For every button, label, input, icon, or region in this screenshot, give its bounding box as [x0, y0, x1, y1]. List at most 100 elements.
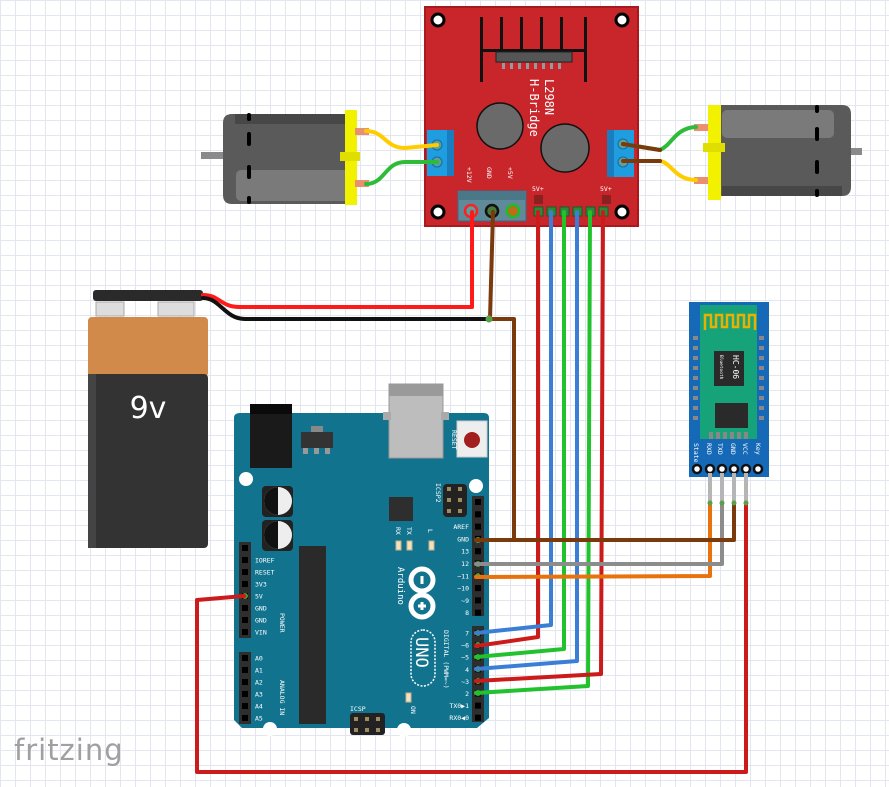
analog-pin-a3-label: A3 — [255, 691, 263, 699]
wire-motor-right-brown-1[interactable] — [621, 142, 662, 152]
battery-9v[interactable]: 9v — [88, 290, 208, 548]
power-pin-gnd[interactable] — [242, 617, 248, 623]
digital-pin-aref[interactable] — [475, 523, 481, 530]
reset-button-cap[interactable] — [464, 432, 480, 448]
dc-jack-top — [250, 404, 292, 414]
hbridge-title: L298N — [542, 79, 556, 115]
power-pin-ioref[interactable] — [242, 557, 248, 563]
wire-in2-pin5[interactable] — [474, 210, 566, 659]
on-label: ON — [409, 706, 417, 714]
hbridge-subtitle: H-Bridge — [527, 79, 541, 137]
bt-title: HC-06 — [731, 355, 740, 379]
terminal-block-right — [607, 130, 634, 177]
motor-left-vents — [247, 113, 251, 204]
digital-pin-10[interactable] — [475, 585, 481, 592]
label-gnd: GND — [485, 167, 493, 179]
bt-pin-gnd: GND — [729, 443, 737, 455]
arduino-board — [234, 413, 489, 728]
analog-pin-a1[interactable] — [242, 667, 248, 673]
capacitor-1 — [476, 102, 524, 150]
hbridge-board — [424, 6, 639, 227]
uno-badge — [410, 629, 436, 687]
regulator-legs — [303, 448, 330, 454]
digital-pin-11-label: ~11 — [457, 572, 469, 580]
wire-battery-positive[interactable] — [201, 210, 474, 309]
wire-enb-pin3[interactable] — [474, 210, 605, 683]
jumper-enb[interactable] — [602, 195, 611, 204]
battery-body — [88, 374, 208, 548]
wire-ena-pin6[interactable] — [474, 210, 540, 648]
wire-motor-left-yellow[interactable] — [364, 129, 439, 150]
digital-pin-nc[interactable] — [475, 499, 481, 505]
wire-in1-pin7[interactable] — [474, 210, 553, 635]
motor-left-terminal-1 — [355, 128, 369, 135]
led-tx-label: TX — [405, 527, 413, 535]
battery-edge — [88, 374, 96, 548]
analog-pin-a4-label: A4 — [255, 703, 263, 711]
icsp2-pins — [447, 487, 462, 513]
digital-pin-7-label: RX0◀0 — [449, 714, 469, 722]
power-pin-3v3[interactable] — [242, 581, 248, 587]
wire-bt-vcc-5v[interactable] — [195, 501, 748, 774]
arduino-uno[interactable]: RESET ICSP2 RX TX L — [234, 383, 489, 737]
motor-right-terminal-1 — [694, 124, 708, 131]
digital-pin-13[interactable] — [475, 548, 481, 555]
digital-pin-1-label: ~6 — [461, 642, 469, 650]
dc-jack — [250, 404, 292, 468]
power-pin-reset-label: RESET — [255, 569, 275, 577]
hc06-bluetooth[interactable]: HC-06 Bluetooth State RXD TXD GND VCC Ke… — [689, 302, 769, 503]
power-pin-gnd-label: GND — [255, 605, 267, 613]
icsp-pins — [354, 717, 380, 732]
digital-pin-9[interactable] — [475, 597, 481, 604]
usb-port-top — [389, 384, 443, 396]
digital-pin-12-label: 12 — [461, 560, 469, 568]
arduino-mount-holes — [239, 472, 483, 737]
analog-pin-a2[interactable] — [242, 679, 248, 685]
jumper-label-b: 5V+ — [600, 185, 612, 193]
digital-pin-6[interactable] — [475, 702, 481, 709]
analog-pin-a4[interactable] — [242, 703, 248, 709]
digital-pin-9-label: ~9 — [461, 597, 469, 605]
analog-pin-a5[interactable] — [242, 715, 248, 721]
wire-motor-left-green[interactable] — [364, 160, 439, 186]
digital-pin-5-label: 2 — [465, 690, 469, 698]
power-header — [239, 542, 251, 638]
motor-right[interactable] — [694, 105, 862, 200]
wire-bt-rxd-pin11[interactable] — [474, 501, 712, 579]
regulator-tab — [311, 426, 323, 432]
digital-pin-8[interactable] — [475, 609, 481, 616]
power-header-label: POWER — [278, 613, 286, 633]
bt-subtitle: Bluetooth — [718, 355, 724, 380]
arduino-logo-text: Arduino — [395, 567, 405, 605]
wire-in4-pin2[interactable] — [474, 210, 592, 695]
wire-bt-gnd[interactable] — [474, 501, 736, 542]
motor-right-vents — [815, 105, 819, 197]
voltage-regulator — [301, 432, 333, 448]
digital-pin-4-label: ~3 — [461, 678, 469, 686]
analog-pin-a5-label: A5 — [255, 715, 263, 723]
analog-pin-a0[interactable] — [242, 655, 248, 661]
digital-pin-10-label: ~10 — [457, 585, 469, 593]
battery-label: 9v — [130, 391, 167, 426]
power-pin-gnd[interactable] — [242, 605, 248, 611]
analog-pin-a3[interactable] — [242, 691, 248, 697]
arduino-logo-icon — [408, 566, 436, 620]
jumper-ena[interactable] — [534, 195, 543, 204]
analog-pin-a0-label: A0 — [255, 655, 263, 663]
wire-bt-txd-pin12[interactable] — [474, 501, 724, 566]
analog-header — [239, 652, 251, 724]
wire-battery-negative[interactable] — [201, 296, 492, 321]
power-pin-vin[interactable] — [242, 629, 248, 635]
digital-pin-7[interactable] — [475, 714, 481, 721]
motor-left[interactable] — [201, 110, 369, 205]
digital-header-bottom — [472, 626, 484, 722]
l298n-hbridge[interactable]: L298N H-Bridge +12V GND +5V 5V+ — [424, 6, 639, 227]
power-pin-nc[interactable] — [242, 545, 248, 551]
digital-header-label: DIGITAL (PWM=~) — [442, 630, 450, 689]
digital-pin-nc[interactable] — [475, 511, 481, 518]
wire-in3-pin4[interactable] — [474, 210, 579, 671]
bt-pin-rxd: RXD — [705, 443, 713, 455]
power-pin-reset[interactable] — [242, 569, 248, 575]
power-pin-3v3-label: 3V3 — [255, 581, 267, 589]
